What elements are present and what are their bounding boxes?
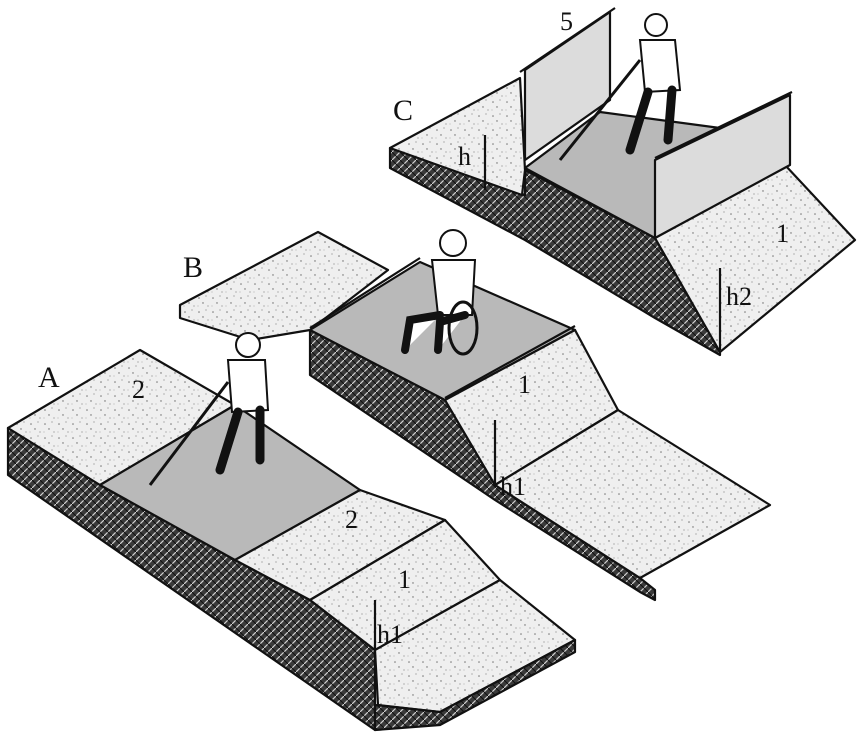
callout-a-height: h1 (377, 620, 403, 649)
c-handrail-right (654, 91, 793, 159)
c-handrail-left (519, 7, 616, 73)
b-curb-left (309, 257, 421, 329)
callout-a-mid: 2 (345, 505, 358, 534)
c-glass-right (653, 93, 792, 240)
c-upper-paving (388, 76, 527, 197)
b-lower-paving (493, 408, 772, 580)
a-lower-edge (373, 638, 577, 732)
label-a: A (38, 361, 60, 394)
callout-b-ramp: 1 (518, 370, 531, 399)
callout-c-ramp: 1 (776, 219, 789, 248)
label-b: B (183, 251, 203, 284)
callout-c-rail: 5 (560, 7, 573, 36)
callout-c-height: h (458, 142, 471, 171)
wheelchair-user (401, 229, 479, 356)
callout-a-top: 2 (132, 375, 145, 404)
callout-c-height2: h2 (726, 282, 752, 311)
label-c: C (393, 94, 413, 127)
b-curb-right (444, 325, 576, 399)
variant-c: C h 1 h2 5 (388, 7, 857, 357)
c-hatched-face (388, 146, 722, 357)
variant-b: B 1 h1 (178, 229, 772, 602)
callout-b-height: h1 (500, 472, 526, 501)
variant-a: A 2 2 1 h1 (6, 332, 577, 732)
pedestrian-with-cane-a (148, 332, 270, 486)
callout-a-ramp: 1 (398, 565, 411, 594)
pedestrian-with-cane-c (558, 13, 682, 161)
